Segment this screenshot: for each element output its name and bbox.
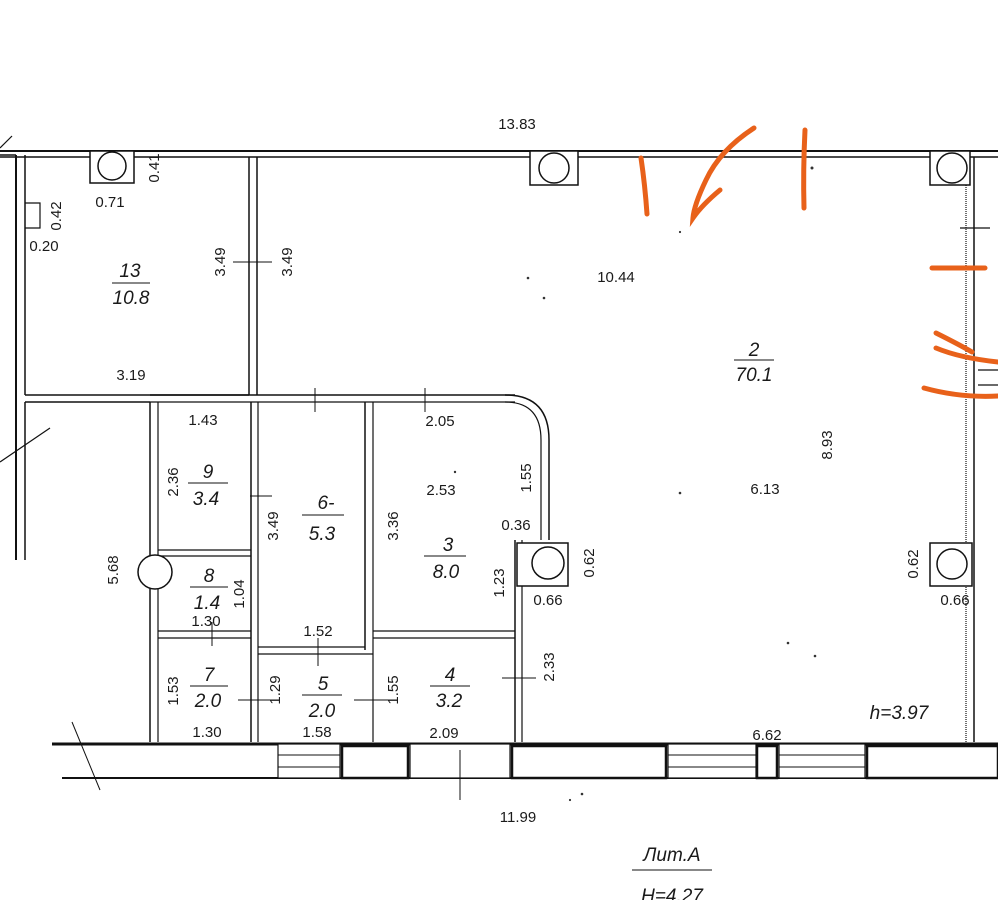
dim-r2-w-top: 10.44 (597, 269, 635, 286)
title-lit: Лит.А (641, 845, 700, 866)
ceiling-height: h=3.97 (870, 703, 930, 724)
dim-r3-036: 0.36 (501, 517, 530, 534)
columns (89, 150, 973, 590)
dim-r3-right: 1.55 (518, 463, 535, 492)
title-height: Н=4.27 (641, 886, 704, 900)
dim-r3-mid: 2.53 (426, 482, 455, 499)
svg-text:4: 4 (445, 665, 456, 686)
title-block: Лит.А Н=4.27 (641, 845, 704, 900)
room-5-label: 5 2.0 (302, 674, 342, 722)
scan-specks (453, 166, 817, 802)
svg-text:13: 13 (119, 261, 141, 282)
dim-r7-w: 1.30 (192, 724, 221, 741)
svg-text:2.0: 2.0 (194, 691, 222, 712)
svg-text:8.0: 8.0 (433, 562, 460, 583)
column-icon (97, 151, 127, 181)
dim-top-length: 13.83 (498, 116, 536, 133)
svg-text:70.1: 70.1 (736, 365, 773, 386)
dim-r5-w: 1.58 (302, 724, 331, 741)
dim-r6-w: 1.52 (303, 623, 332, 640)
dim-bottom-length: 11.99 (500, 809, 536, 826)
svg-text:6-: 6- (318, 493, 335, 514)
dim-r5-h: 1.29 (267, 675, 284, 704)
dimension-labels-vertical: 0.41 0.42 3.49 3.49 8.93 2.36 3.49 3.36 … (48, 153, 922, 705)
dim-r13-side-20: 0.20 (29, 238, 58, 255)
column-icon (137, 554, 173, 590)
room-4-label: 4 3.2 (430, 665, 470, 712)
column-icon (936, 548, 968, 580)
walls (0, 135, 998, 871)
column-icon (538, 152, 570, 184)
dim-r2-mid: 6.13 (750, 481, 779, 498)
dim-r2-w-bottom: 6.62 (752, 727, 781, 744)
dim-r13-nook-w: 0.71 (95, 194, 124, 211)
dim-r4-h-left: 1.55 (385, 675, 402, 704)
svg-text:5.3: 5.3 (309, 524, 336, 545)
dim-r3-123: 1.23 (491, 568, 508, 597)
dim-r9-h: 2.36 (165, 467, 182, 496)
svg-text:3.2: 3.2 (436, 691, 463, 712)
dim-r6-h: 3.49 (265, 511, 282, 540)
dim-r8-w: 1.30 (191, 613, 220, 630)
svg-text:9: 9 (203, 462, 214, 483)
dim-r13-h-right: 3.49 (279, 247, 296, 276)
dim-r13-side-42: 0.42 (48, 201, 65, 230)
dimension-ticks (211, 261, 536, 701)
dim-corridor-h: 5.68 (105, 555, 122, 584)
dim-r2-h: 8.93 (819, 430, 836, 459)
dim-r9-w: 1.43 (188, 412, 217, 429)
room-6-label: 6- 5.3 (302, 493, 344, 545)
svg-text:10.8: 10.8 (113, 288, 150, 309)
dim-col1-h: 0.62 (581, 548, 598, 577)
dim-r4-h-right: 2.33 (541, 652, 558, 681)
column-icon (531, 546, 565, 580)
svg-text:8: 8 (204, 566, 215, 587)
svg-text:2: 2 (748, 340, 760, 361)
room-9-label: 9 3.4 (188, 462, 228, 510)
dim-r8-h: 1.04 (231, 579, 248, 608)
svg-text:5: 5 (318, 674, 329, 695)
room-13-label: 13 10.8 (112, 261, 150, 309)
dim-r3-w: 2.05 (425, 413, 454, 430)
orange-annotations (638, 125, 998, 399)
room-3-label: 3 8.0 (424, 535, 466, 583)
svg-text:3.4: 3.4 (193, 489, 219, 510)
dim-col2-w: 0.66 (940, 592, 969, 609)
svg-text:7: 7 (204, 665, 216, 686)
dim-r3-h: 3.36 (385, 511, 402, 540)
svg-text:1.4: 1.4 (194, 593, 220, 614)
room-labels: 13 10.8 2 70.1 9 3.4 6- 5.3 3 8.0 8 1.4 (112, 261, 774, 722)
dim-r13-w: 3.19 (116, 367, 145, 384)
room-7-label: 7 2.0 (190, 665, 228, 712)
room-2-label: 2 70.1 (734, 340, 774, 386)
dim-col1-w: 0.66 (533, 592, 562, 609)
dim-r13-h-left: 3.49 (212, 247, 229, 276)
room-8-label: 8 1.4 (190, 566, 228, 614)
dimension-labels: 13.83 11.99 0.71 0.20 3.19 10.44 6.13 6.… (29, 116, 969, 826)
dim-r13-nook-h: 0.41 (146, 153, 163, 182)
svg-text:2.0: 2.0 (308, 701, 336, 722)
dim-r4-w: 2.09 (429, 725, 458, 742)
dim-r7-h: 1.53 (165, 676, 182, 705)
dim-col2-h: 0.62 (905, 549, 922, 578)
column-icon (936, 152, 968, 184)
svg-text:3: 3 (443, 535, 454, 556)
